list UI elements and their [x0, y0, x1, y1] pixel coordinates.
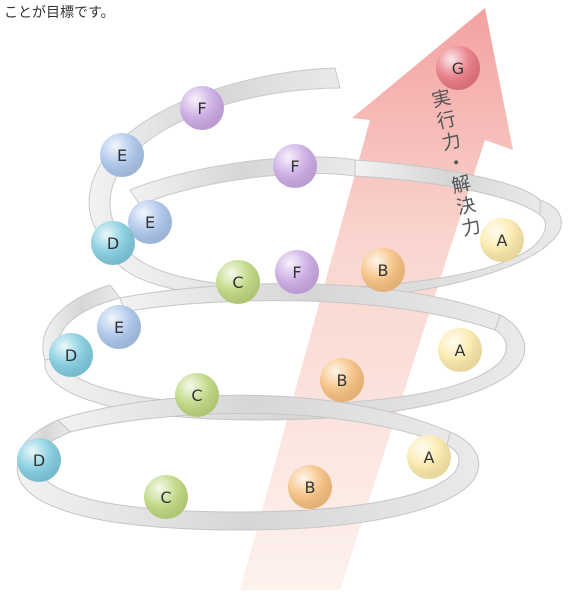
ball-f: F	[273, 144, 317, 188]
ball-shine	[361, 248, 405, 292]
ball-shine	[288, 465, 332, 509]
ball-shine	[273, 144, 317, 188]
ball-d: D	[17, 438, 61, 482]
ball-letter: E	[117, 146, 127, 165]
ball-letter: F	[292, 263, 301, 282]
ball-a: A	[480, 218, 524, 262]
ball-shine	[91, 221, 135, 265]
ball-b: B	[361, 248, 405, 292]
ball-c: C	[175, 373, 219, 417]
ball-a: A	[438, 328, 482, 372]
ball-e: E	[97, 305, 141, 349]
ball-shine	[436, 46, 480, 90]
ball-shine	[49, 333, 93, 377]
ball-letter: C	[191, 386, 202, 405]
ball-letter: E	[145, 213, 155, 232]
ball-letter: G	[452, 59, 464, 78]
ball-letter: F	[197, 99, 206, 118]
ball-letter: C	[160, 488, 171, 507]
caption-text: ことが目標です。	[4, 5, 115, 21]
ball-g: G	[436, 46, 480, 90]
ball-shine	[216, 260, 260, 304]
ball-b: B	[288, 465, 332, 509]
ball-shine	[320, 358, 364, 402]
ball-d: D	[49, 333, 93, 377]
ball-letter: D	[33, 451, 45, 470]
ball-a: A	[407, 435, 451, 479]
ball-shine	[438, 328, 482, 372]
ball-f: F	[275, 250, 319, 294]
spiral-ribbon-front	[16, 159, 562, 531]
ball-letter: A	[497, 231, 508, 250]
ball-letter: C	[232, 273, 243, 292]
ball-letter: B	[305, 478, 316, 497]
ball-shine	[275, 250, 319, 294]
ball-c: C	[144, 475, 188, 519]
ball-shine	[100, 133, 144, 177]
letter-balls: G F E F E D A C F B E D A C B D A C B	[17, 46, 524, 519]
ball-shine	[407, 435, 451, 479]
ball-shine	[17, 438, 61, 482]
ball-letter: E	[114, 318, 124, 337]
ball-letter: D	[107, 234, 119, 253]
ball-shine	[144, 475, 188, 519]
ball-shine	[97, 305, 141, 349]
ball-letter: A	[424, 448, 435, 467]
ball-shine	[128, 200, 172, 244]
ball-letter: F	[290, 157, 299, 176]
ball-b: B	[320, 358, 364, 402]
ball-shine	[480, 218, 524, 262]
ball-letter: D	[65, 346, 77, 365]
ball-letter: B	[337, 371, 348, 390]
ball-e: E	[100, 133, 144, 177]
ball-d: D	[91, 221, 135, 265]
ball-e: E	[128, 200, 172, 244]
ball-shine	[180, 86, 224, 130]
ball-letter: B	[378, 261, 389, 280]
ball-f: F	[180, 86, 224, 130]
ball-shine	[175, 373, 219, 417]
ball-c: C	[216, 260, 260, 304]
ball-letter: A	[455, 341, 466, 360]
